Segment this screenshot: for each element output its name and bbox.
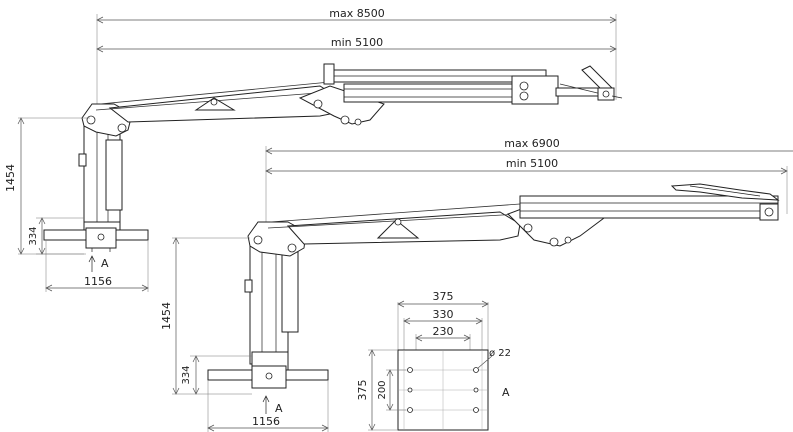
bottom-boom-tip: [670, 183, 780, 201]
top-view-arrow: A: [88, 255, 109, 272]
bottom-height-dimension: 1454: [160, 237, 252, 395]
bottom-crane-column: [244, 243, 299, 371]
plate-hole: [407, 387, 413, 393]
top-base-width-label: 1156: [84, 275, 112, 288]
top-max-reach-dimension: max 8500: [96, 7, 617, 110]
bottom-max-reach-label: max 6900: [504, 137, 559, 150]
bottom-crane-base: [207, 365, 329, 389]
bottom-min-reach-dimension: min 5100: [265, 157, 788, 214]
bottom-telescopic-boom: [519, 195, 779, 221]
plate-height-outer-label: 375: [356, 380, 369, 401]
bottom-inner-boom: [267, 203, 521, 245]
plate-hole: [473, 407, 479, 413]
top-base-height-dimension: 334: [28, 217, 84, 255]
top-min-reach-dimension: min 5100: [96, 36, 617, 53]
plate-hole: [473, 387, 479, 393]
plate-width-mid-dimension: 330: [403, 308, 483, 350]
top-crane-column: [78, 125, 123, 233]
plate-hole: [407, 367, 413, 373]
top-base-width-dimension: 1156: [45, 240, 149, 292]
top-max-reach-label: max 8500: [329, 7, 384, 20]
top-min-reach-label: min 5100: [331, 36, 383, 49]
plate-width-inner-label: 230: [433, 325, 454, 338]
top-arrow-label: A: [101, 257, 109, 270]
top-boom-tip: [581, 65, 623, 101]
plate-width-mid-label: 330: [433, 308, 454, 321]
top-inner-boom: [95, 81, 343, 123]
bottom-base-width-dimension: 1156: [207, 380, 329, 432]
plate-width-inner-dimension: 230: [415, 325, 471, 350]
bottom-base-height-label: 334: [181, 365, 192, 384]
bottom-height-label: 1454: [160, 302, 173, 330]
bottom-max-reach-dimension: max 6900: [265, 137, 793, 228]
base-plate-detail: 375 330 230: [356, 290, 511, 431]
plate-hole: [473, 367, 479, 373]
plate-hole-diameter-label: ø 22: [489, 348, 511, 359]
top-lift-cylinder: [298, 85, 385, 126]
top-telescopic-boom: [323, 63, 611, 105]
bottom-view-arrow: A: [262, 395, 283, 415]
bottom-min-reach-label: min 5100: [506, 157, 558, 170]
top-height-label: 1454: [4, 164, 17, 192]
plate-body: [397, 349, 489, 431]
bottom-arrow-label: A: [275, 402, 283, 415]
bottom-base-height-dimension: 334: [181, 355, 252, 395]
plate-height-inner-dimension: 200: [377, 369, 406, 411]
plate-height-inner-label: 200: [377, 380, 388, 399]
plate-hole: [407, 407, 413, 413]
top-base-height-label: 334: [28, 226, 39, 245]
crane-top-view: max 8500 min 5100: [4, 7, 623, 292]
plate-height-outer-dimension: 375: [356, 349, 398, 431]
top-crane-base: [43, 227, 149, 252]
top-height-dimension: 1454: [4, 117, 90, 255]
plate-width-outer-dimension: 375: [397, 290, 489, 350]
bottom-base-width-label: 1156: [252, 415, 280, 428]
plate-view-label: A: [502, 386, 510, 399]
plate-width-outer-label: 375: [433, 290, 454, 303]
plate-hole-diameter-callout: ø 22: [477, 348, 511, 369]
crane-bottom-view: max 6900 min 5100: [160, 137, 793, 432]
